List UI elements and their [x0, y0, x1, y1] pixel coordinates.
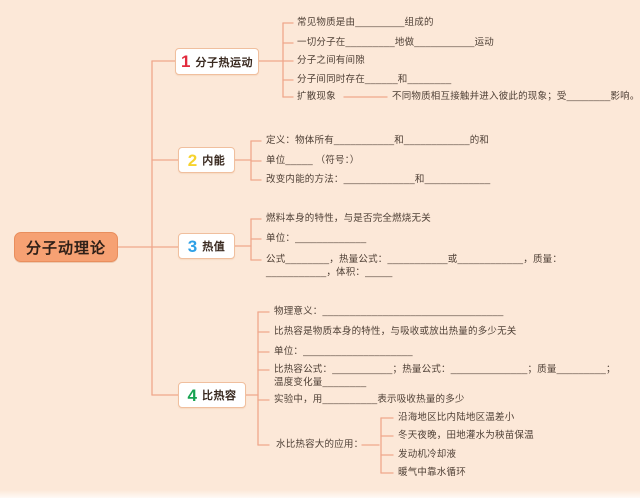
- leaf-item-diffusion-term: 扩散现象: [297, 91, 336, 102]
- branch-number-1: 1: [181, 52, 191, 71]
- branch-number-4: 4: [187, 385, 197, 405]
- leaf-item: 单位：_____________: [266, 233, 367, 244]
- root-node: 分子动理论: [14, 232, 118, 262]
- leaf-item-application: 暖气中靠水循环: [398, 467, 466, 478]
- branch-number-2: 2: [187, 150, 198, 170]
- leaf-item-application: 冬天夜晚，田地灌水为秧苗保温: [398, 430, 534, 441]
- leaf-item: 比热容公式：___________；热量公式：______________；质量…: [274, 364, 616, 388]
- root-label: 分子动理论: [25, 239, 106, 257]
- leaf-item: 定义：物体所有___________和____________的和: [266, 135, 490, 146]
- leaf-item: 比热容是物质本身的特性，与吸收或放出热量的多少无关: [274, 326, 517, 337]
- branch-label-4: 比热容: [201, 390, 237, 402]
- branch-label-3: 热值: [202, 241, 226, 253]
- leaf-item: 单位：____________________: [274, 346, 413, 357]
- bottom-fade: [0, 490, 640, 498]
- leaf-item: 实验中，用__________表示吸收热量的多少: [274, 394, 465, 405]
- branch-node-molecular-motion: 1 分子热运动: [175, 48, 259, 75]
- leaf-item-applications-label: 水比热容大的应用：: [276, 439, 364, 450]
- leaf-item-application: 沿海地区比内陆地区温差小: [398, 412, 515, 423]
- branch-node-specific-heat: 4 比热容: [178, 382, 246, 408]
- branch-node-heat-value: 3 热值: [178, 233, 235, 259]
- leaf-item: 燃料本身的特性，与是否完全燃烧无关: [266, 213, 431, 224]
- branch-number-3: 3: [187, 236, 198, 256]
- leaf-item: 物理意义：_________________________________: [274, 306, 504, 317]
- leaf-item: 常见物质是由_________组成的: [297, 17, 434, 28]
- branch-label-1: 分子热运动: [195, 56, 253, 69]
- leaf-item: 分子间同时存在______和________: [297, 74, 452, 85]
- branch-label-2: 内能: [202, 155, 226, 167]
- leaf-item: 改变内能的方法：_____________和____________: [266, 174, 491, 185]
- leaf-item-application: 发动机冷却液: [398, 449, 457, 460]
- leaf-item-diffusion-definition: 不同物质相互接触并进入彼此的现象；受________影响。: [392, 91, 640, 102]
- leaf-item: 单位_____ （符号：）: [266, 155, 360, 166]
- leaf-item: 一切分子在_________地做___________运动: [297, 37, 494, 48]
- branch-node-internal-energy: 2 内能: [178, 147, 235, 173]
- leaf-item: 分子之间有间隙: [297, 55, 365, 66]
- leaf-item: 公式________，热量公式：___________或____________…: [266, 254, 563, 278]
